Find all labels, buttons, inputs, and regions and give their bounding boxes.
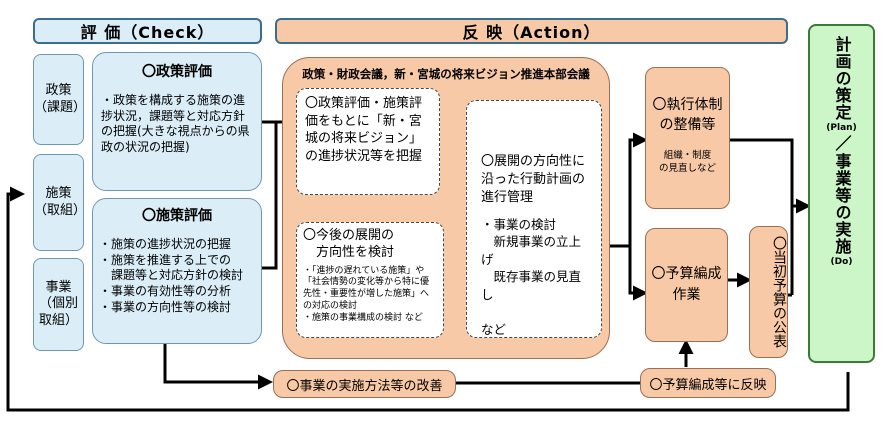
do-en-label: (Do) xyxy=(830,257,853,267)
policy-evaluation-box: 〇政策評価 ・政策を構成する施策の進捗状況，課題等と対応方針の把握(大きな視点か… xyxy=(92,52,262,191)
side-label-project: 事業 （個別 取組） xyxy=(33,258,84,351)
council-box-direction-title: 〇今後の展開の 方向性を検討 xyxy=(303,228,395,260)
measure-evaluation-title: 〇施策評価 xyxy=(142,208,212,224)
arrow-council-to-exec xyxy=(610,132,648,248)
policy-evaluation-title: 〇政策評価 xyxy=(142,64,212,80)
council-box-direction: 〇今後の展開の 方向性を検討 ・「進捗の遅れている施策」や「社会情勢の変化等から… xyxy=(296,222,444,338)
arrow-council-to-budget xyxy=(628,246,648,301)
side-label-measure: 施策 （取組） xyxy=(33,154,86,251)
council-box-status: 〇政策評価・施策評価をもとに「新・宮城の将来ビジョン」の進捗状況等を把握 xyxy=(296,88,440,195)
council-box-action-plan-title: 〇展開の方向性に沿った行動計画の進行管理 xyxy=(481,154,586,206)
execution-structure-box: 〇執行体制 の整備等 組織・制度 の見直しなど xyxy=(645,67,730,209)
plan-do-box: 計画の策定 (Plan) ／ 事業等の実施 (Do) xyxy=(808,24,875,363)
arrow-exec-to-plan xyxy=(730,138,811,214)
feedback-loop-arrow xyxy=(6,186,850,412)
improve-method-box: 〇事業の実施方法等の改善 xyxy=(273,370,456,398)
plan-label: 計画の策定 xyxy=(832,36,852,121)
measure-evaluation-box: 〇施策評価 ・施策の進捗状況の把握 ・施策を推進する上での 課題等と対応方針の検… xyxy=(92,198,262,344)
execution-structure-title: 〇執行体制 の整備等 xyxy=(652,97,723,133)
arrow-measure-to-council xyxy=(262,120,282,270)
council-box-direction-body: ・「進捗の遅れている施策」や「社会情勢の変化等から特に優先性・重要性が増した施策… xyxy=(303,265,430,323)
budget-preparation-box: 〇予算編成 作業 xyxy=(645,228,728,342)
policy-evaluation-body: ・政策を構成する施策の進捗状況，課題等と対応方針の把握(大きな視点からの県政の状… xyxy=(101,93,250,154)
action-header: 反 映（Action） xyxy=(275,18,788,44)
reflect-budget-box: 〇予算編成等に反映 xyxy=(640,368,776,398)
budget-publication-box: 〇当初予算の公表 xyxy=(749,226,788,358)
side-label-policy: 政策 （課題） xyxy=(33,54,86,145)
plan-en-label: (Plan) xyxy=(826,123,857,133)
arrow-eval-to-improve xyxy=(163,344,273,390)
measure-evaluation-item: ・施策の進捗状況の把握 xyxy=(99,237,232,252)
measure-evaluation-item: ・事業の方向性等の検討 xyxy=(99,299,232,314)
do-label: 事業等の実施 xyxy=(832,153,852,255)
council-box-action-plan-body: ・事業の検討 新規事業の立上げ 既存事業の見直し など xyxy=(481,216,582,337)
check-header: 評 価（Check） xyxy=(33,18,262,44)
measure-evaluation-item: ・施策を推進する上での 課題等と対応方針の検討 xyxy=(99,252,244,283)
measure-evaluation-item: ・事業の有効性等の分析 xyxy=(99,283,232,298)
plan-slash: ／ xyxy=(832,135,852,151)
execution-structure-sub: 組織・制度 の見直しなど xyxy=(658,150,716,175)
council-box-action-plan: 〇展開の方向性に沿った行動計画の進行管理 ・事業の検討 新規事業の立上げ 既存事… xyxy=(466,100,602,338)
council-title: 政策・財政会議，新・宮城の将来ビジョン推進本部会議 xyxy=(302,67,590,81)
